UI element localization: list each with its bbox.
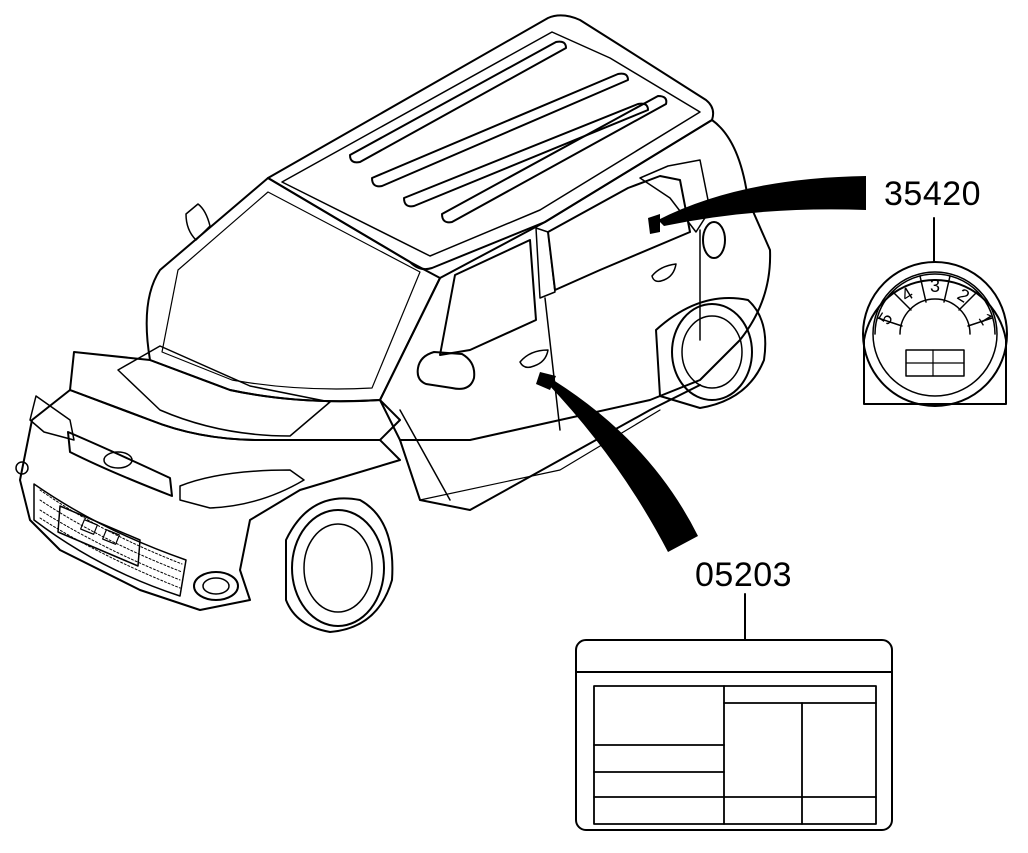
antenna	[185, 203, 211, 241]
gauge-number-1: 1	[975, 310, 997, 329]
upper-grille	[67, 431, 173, 497]
gauge-label-outline	[863, 279, 1007, 405]
car-lower-body	[399, 384, 701, 511]
brand-emblem	[103, 451, 133, 469]
info-plate-table	[593, 685, 877, 825]
label-35420-graphic: 5 4 3 2 1	[862, 217, 1008, 407]
front-door-window	[439, 239, 537, 356]
leader-05203	[536, 372, 698, 552]
lower-grille	[33, 483, 187, 597]
vehicle-illustration	[15, 14, 772, 633]
headlight-right	[179, 469, 305, 509]
car-hood	[69, 351, 401, 441]
side-mirror	[416, 351, 476, 390]
leader-wedge-35420	[658, 176, 866, 226]
fuel-door	[702, 221, 726, 259]
rear-door-window	[547, 175, 691, 291]
door-seams	[399, 229, 701, 501]
part-number-05203: 05203	[695, 556, 793, 594]
gauge-number-4: 4	[898, 283, 917, 305]
fog-lamp	[193, 571, 239, 601]
label-marker-fuel	[648, 214, 660, 234]
rear-door-handle	[651, 263, 677, 283]
gauge-number-5: 5	[874, 309, 896, 328]
part-number-35420: 35420	[884, 175, 982, 213]
front-bumper	[19, 389, 401, 611]
info-plate-outline	[575, 639, 893, 831]
headlight-left	[29, 395, 75, 441]
license-plate	[57, 505, 141, 567]
gauge-number-3: 3	[930, 276, 940, 296]
front-door-handle	[519, 349, 549, 369]
front-wheel	[285, 497, 394, 633]
car-roof-edge	[281, 31, 701, 257]
rear-wheel	[655, 297, 767, 409]
leader-35420	[648, 176, 866, 234]
gauge-number-2: 2	[954, 284, 973, 306]
leader-wedge-05203	[548, 378, 698, 552]
label-05203-graphic	[575, 593, 893, 831]
roof-rails	[349, 40, 668, 224]
